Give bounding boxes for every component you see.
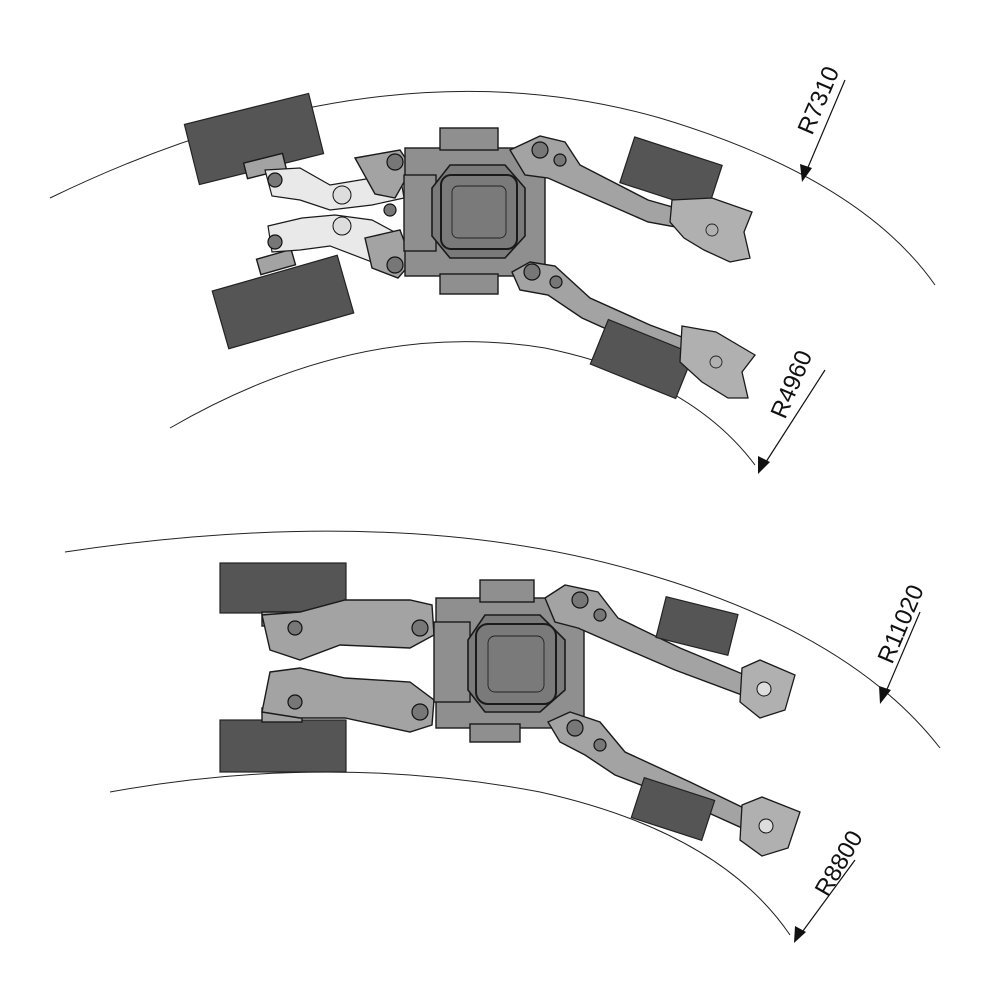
top-body-bottom-plate bbox=[439, 273, 499, 295]
top-front-joint-4 bbox=[549, 275, 563, 289]
bottom-front-joint-2 bbox=[593, 608, 607, 622]
top-inner-leader bbox=[763, 369, 826, 466]
bottom-inner-radius-label: R8800 bbox=[810, 826, 869, 901]
bottom-inner-arc bbox=[109, 771, 791, 936]
bottom-body-bottom-plate bbox=[469, 723, 521, 743]
bottom-outer-arrow bbox=[879, 686, 891, 704]
top-rear-joint-4 bbox=[386, 256, 404, 274]
top-front-joint-1 bbox=[531, 141, 549, 159]
top-outer-radius-label: R7310 bbox=[793, 63, 845, 139]
top-rear-joint-2 bbox=[267, 234, 283, 250]
bottom-outer-radius-label: R11020 bbox=[873, 581, 930, 667]
top-rear-leg-lower-pin bbox=[332, 216, 352, 236]
top-configuration: R7310 R4960 bbox=[49, 63, 936, 474]
bottom-body-inner-square bbox=[487, 635, 545, 693]
top-inner-arrow bbox=[758, 456, 770, 474]
top-body-left-block bbox=[403, 174, 437, 252]
top-inner-radius-label: R4960 bbox=[766, 347, 818, 423]
bottom-rear-leg-lower bbox=[261, 667, 435, 733]
bottom-front-joint-1 bbox=[571, 591, 589, 609]
top-body-top-plate bbox=[439, 127, 499, 151]
top-outer-leader bbox=[805, 79, 846, 173]
top-rear-mount-lower bbox=[255, 248, 297, 276]
bottom-outer-leader bbox=[884, 611, 921, 695]
top-gripper-upper bbox=[669, 197, 753, 263]
top-front-pad-lower bbox=[589, 318, 695, 400]
top-rear-joint-1 bbox=[267, 172, 283, 188]
bottom-body-top-plate bbox=[479, 579, 535, 603]
top-gripper-lower-hole bbox=[709, 355, 723, 369]
top-rear-pad-lower bbox=[211, 254, 355, 350]
bottom-configuration: R11020 R8800 bbox=[64, 530, 941, 943]
bottom-rear-joint-2 bbox=[287, 694, 303, 710]
bottom-inner-leader bbox=[799, 859, 856, 936]
top-body-inner-square bbox=[451, 185, 507, 239]
top-body-ring bbox=[440, 174, 518, 250]
top-gripper-lower bbox=[679, 325, 756, 399]
bottom-body-ring bbox=[475, 623, 557, 705]
bottom-gripper-upper-hole bbox=[756, 681, 772, 697]
bottom-front-pad-upper bbox=[655, 595, 739, 657]
bottom-outer-arc bbox=[64, 530, 941, 749]
bottom-body-left-block bbox=[433, 621, 471, 703]
bottom-front-joint-3 bbox=[566, 719, 584, 737]
bottom-body-core bbox=[467, 614, 566, 713]
top-rear-joint-5 bbox=[383, 203, 397, 217]
top-front-joint-3 bbox=[523, 263, 541, 281]
bottom-inner-arrow bbox=[794, 926, 806, 943]
bottom-rear-joint-3 bbox=[411, 619, 429, 637]
bottom-front-joint-4 bbox=[593, 738, 607, 752]
bottom-front-pad-lower bbox=[630, 776, 716, 842]
top-inner-arc bbox=[169, 341, 756, 466]
bottom-rear-joint-4 bbox=[411, 703, 429, 721]
top-front-joint-2 bbox=[553, 153, 567, 167]
top-gripper-upper-hole bbox=[705, 223, 719, 237]
top-body-core bbox=[431, 164, 526, 259]
top-outer-arrow bbox=[800, 164, 812, 182]
top-rear-joint-3 bbox=[386, 153, 404, 171]
bottom-rear-pad-lower bbox=[219, 719, 347, 773]
bottom-rear-joint-1 bbox=[287, 620, 303, 636]
bottom-gripper-lower-hole bbox=[758, 818, 774, 834]
top-rear-leg-upper-pin bbox=[332, 185, 352, 205]
top-front-pad-upper bbox=[619, 136, 723, 212]
